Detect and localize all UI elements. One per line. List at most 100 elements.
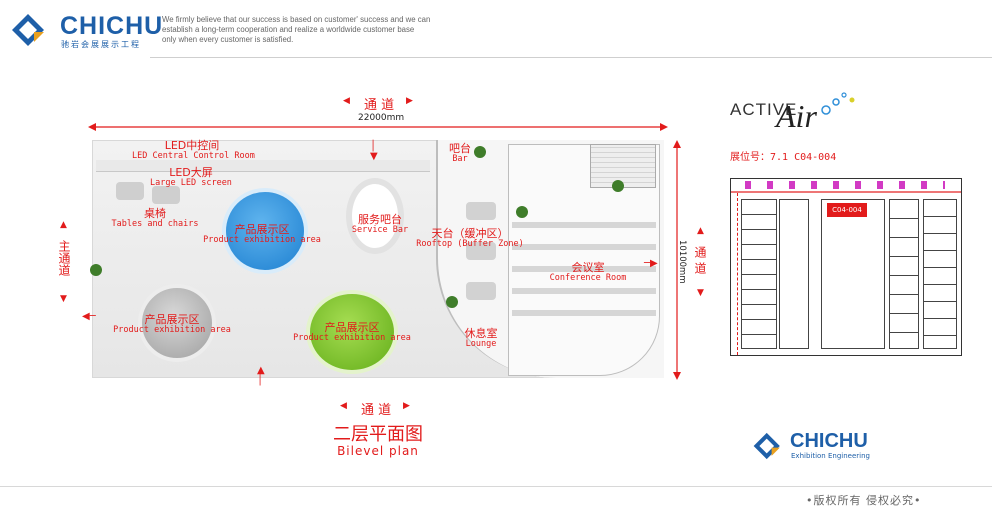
table-cluster-rooftop bbox=[462, 202, 506, 342]
header: CHICHU 驰岩会展展示工程 We firmly believe that o… bbox=[0, 0, 992, 58]
footer-rule bbox=[0, 486, 992, 487]
entry-arrow-up-icon: ▲│ bbox=[257, 365, 265, 386]
zone-en: Service Bar bbox=[351, 225, 409, 235]
zone-label-product-gray: 产品展示区 Product exhibition area bbox=[110, 314, 234, 336]
zone-cn: LED大屏 bbox=[169, 166, 213, 179]
hall-map-highlight-label: C04-004 bbox=[832, 206, 862, 214]
top-aisle-left-arrow-icon: ◀ bbox=[343, 96, 350, 106]
header-brand-sub: 驰岩会展展示工程 bbox=[61, 40, 141, 49]
hall-map-block-grid bbox=[779, 199, 809, 349]
zone-en: Product exhibition area bbox=[113, 325, 231, 335]
zone-label-product-green: 产品展示区 Product exhibition area bbox=[290, 322, 414, 344]
zone-label-rooftop: 天台（缓冲区） Rooftop (Buffer Zone) bbox=[414, 228, 526, 250]
zone-cn: 吧台 bbox=[449, 142, 471, 155]
footer-brand: CHICHU Exhibition Engineering bbox=[752, 428, 902, 468]
header-tagline: We firmly believe that our success is ba… bbox=[162, 15, 430, 45]
hall-map-highlight-booth: C04-004 bbox=[827, 203, 867, 217]
zone-label-lounge: 休息室 Lounge bbox=[456, 328, 506, 350]
hall-map-block-grid bbox=[821, 199, 885, 349]
height-dimension-label: 10100mm bbox=[677, 240, 687, 284]
zone-label-tables: 桌椅 Tables and chairs bbox=[110, 208, 200, 230]
copyright-text: •版权所有 侵权必究• bbox=[806, 494, 922, 507]
zone-label-product-blue: 产品展示区 Product exhibition area bbox=[200, 224, 324, 246]
header-brand: CHICHU bbox=[60, 12, 164, 40]
left-aisle-down-arrow-icon: ▼ bbox=[60, 294, 67, 304]
footer-brand-sub: Exhibition Engineering bbox=[791, 452, 870, 460]
header-rule bbox=[150, 57, 992, 58]
zone-cn: 产品展示区 bbox=[144, 313, 200, 326]
zone-en: Tables and chairs bbox=[111, 219, 199, 229]
zone-cn: 休息室 bbox=[464, 327, 498, 340]
tagline-line-1: We firmly believe that our success is ba… bbox=[162, 15, 431, 24]
tagline-line-2: establish a long-term cooperation and re… bbox=[162, 25, 415, 34]
service-bar-counter bbox=[346, 178, 404, 254]
zone-cn: 桌椅 bbox=[144, 207, 166, 220]
hall-map-aisle-left bbox=[737, 193, 743, 355]
entry-arrow-left-icon: ◀─ bbox=[82, 311, 96, 322]
bottom-aisle-right-arrow-icon: ▶ bbox=[403, 401, 410, 411]
zone-en: Product exhibition area bbox=[203, 235, 321, 245]
right-aisle-up-arrow-icon: ▲ bbox=[697, 226, 704, 236]
zone-label-bar: 吧台 Bar bbox=[440, 143, 480, 165]
zone-cn: 会议室 bbox=[571, 261, 605, 274]
right-aisle-label: 通 道 bbox=[693, 246, 707, 274]
entry-arrow-down-icon: │▼ bbox=[370, 141, 378, 162]
plant-icon bbox=[90, 264, 102, 276]
left-aisle-up-arrow-icon: ▲ bbox=[60, 220, 67, 230]
chichu-logo-mark-icon bbox=[12, 14, 44, 46]
zone-en: Product exhibition area bbox=[293, 333, 411, 343]
bubbles-icon bbox=[821, 92, 855, 115]
zone-cn: LED中控间 bbox=[164, 139, 220, 152]
left-aisle-label: 主通道 bbox=[57, 240, 71, 276]
zone-cn: 服务吧台 bbox=[358, 213, 402, 226]
plant-icon bbox=[612, 180, 624, 192]
hall-map-block-grid bbox=[923, 199, 957, 349]
table-cluster-left bbox=[116, 182, 186, 222]
hall-map-block-grid bbox=[741, 199, 777, 349]
chichu-logo-mark-icon bbox=[753, 432, 780, 460]
zone-label-led-control: LED中控间 LED Central Control Room bbox=[132, 139, 255, 162]
width-dimension-line bbox=[88, 123, 668, 131]
entry-arrow-right-icon: ─▶ bbox=[644, 258, 658, 269]
product-area-blue-circle bbox=[222, 188, 308, 274]
zone-cn: 产品展示区 bbox=[324, 321, 380, 334]
zone-en: Rooftop (Buffer Zone) bbox=[416, 239, 524, 249]
plant-icon bbox=[446, 296, 458, 308]
zone-cn: 产品展示区 bbox=[234, 223, 290, 236]
bottom-aisle-label: 通 道 bbox=[361, 403, 392, 418]
zone-en: LED Central Control Room bbox=[132, 151, 255, 161]
bottom-aisle-left-arrow-icon: ◀ bbox=[340, 401, 347, 411]
footer-brand-name: CHICHU bbox=[790, 430, 868, 452]
right-aisle-down-arrow-icon: ▼ bbox=[697, 288, 704, 298]
plan-title-cn: 二层平面图 bbox=[333, 424, 423, 445]
hall-map: C04-004 bbox=[730, 178, 962, 356]
zone-label-led-screen: LED大屏 Large LED screen bbox=[146, 167, 236, 189]
width-dimension-label: 22000mm bbox=[358, 113, 405, 123]
top-aisle-right-arrow-icon: ▶ bbox=[406, 96, 413, 106]
active-air-logo-script: Air bbox=[776, 98, 817, 134]
conference-seating bbox=[512, 222, 656, 316]
top-aisle-label: 通 道 bbox=[364, 98, 395, 113]
zone-en: Large LED screen bbox=[150, 178, 232, 188]
tagline-line-3: only when every customer is satisfied. bbox=[162, 35, 294, 44]
zone-en: Lounge bbox=[465, 339, 497, 349]
zone-label-conference: 会议室 Conference Room bbox=[546, 262, 630, 284]
zone-en: Conference Room bbox=[549, 273, 627, 283]
product-area-gray-circle bbox=[138, 284, 216, 362]
plan-title-en: Bilevel plan bbox=[337, 444, 419, 458]
led-screen-wall bbox=[96, 160, 430, 172]
plant-icon bbox=[516, 206, 528, 218]
booth-number: 展位号：7.1 C04-004 bbox=[730, 152, 837, 163]
plant-icon bbox=[474, 146, 486, 158]
brand-panel: ACTIVE Air 展位号：7.1 C04-004 C04-004 bbox=[724, 80, 974, 380]
zone-label-service-bar: 服务吧台 Service Bar bbox=[340, 214, 420, 236]
height-dimension-line bbox=[673, 140, 681, 380]
hall-map-entrance-markers bbox=[745, 181, 945, 189]
hall-map-aisle-top bbox=[731, 191, 961, 193]
active-air-logo-text: ACTIVE bbox=[730, 100, 798, 119]
stair-block bbox=[590, 144, 656, 188]
active-air-logo: ACTIVE Air bbox=[730, 90, 870, 146]
zone-cn: 天台（缓冲区） bbox=[431, 227, 509, 240]
product-area-green-circle bbox=[306, 290, 398, 374]
zone-en: Bar bbox=[452, 154, 468, 164]
